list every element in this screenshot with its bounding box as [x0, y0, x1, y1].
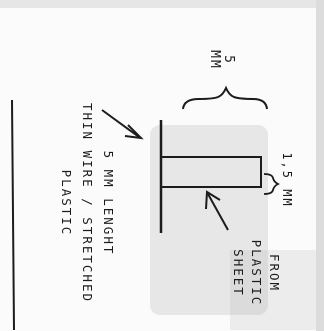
- scan-edge-top: [0, 0, 324, 8]
- height-label-value: 5: [221, 55, 236, 65]
- scan-smudge: [150, 125, 268, 315]
- thickness-brace: [263, 173, 281, 195]
- wire-label-line-2: THIN WIRE / STRETCHED: [80, 102, 95, 304]
- sheet-label-line-2: PLASTIC: [249, 239, 264, 307]
- scan-edge-right: [316, 0, 324, 331]
- wire-arrow: [101, 109, 140, 138]
- sheet-label-line-3: SHEET: [231, 249, 246, 297]
- height-brace: [182, 85, 268, 110]
- height-label: 5 MM: [195, 35, 236, 85]
- scan-smudge-lower: [230, 250, 320, 330]
- thickness-label: 1,5 MM: [280, 152, 294, 208]
- sheet-arrow: [207, 193, 229, 231]
- height-label-unit: MM: [207, 50, 223, 70]
- wire-label-line-3: PLASTIC: [59, 169, 74, 237]
- wire-arrow-head: [124, 124, 144, 140]
- wire-label-line-1: 5 MM LENGHT: [101, 150, 116, 256]
- sheet-arrow-head: [205, 190, 221, 210]
- sheet-label-line-1: FROM: [267, 253, 282, 293]
- sheet-label: FROM PLASTIC SHEET: [227, 231, 283, 315]
- wire-label: 5 MM LENGHT THIN WIRE / STRETCHED PLASTI…: [49, 83, 119, 323]
- scan-edge-left-mark: [11, 99, 15, 331]
- plastic-sheet: [160, 156, 262, 188]
